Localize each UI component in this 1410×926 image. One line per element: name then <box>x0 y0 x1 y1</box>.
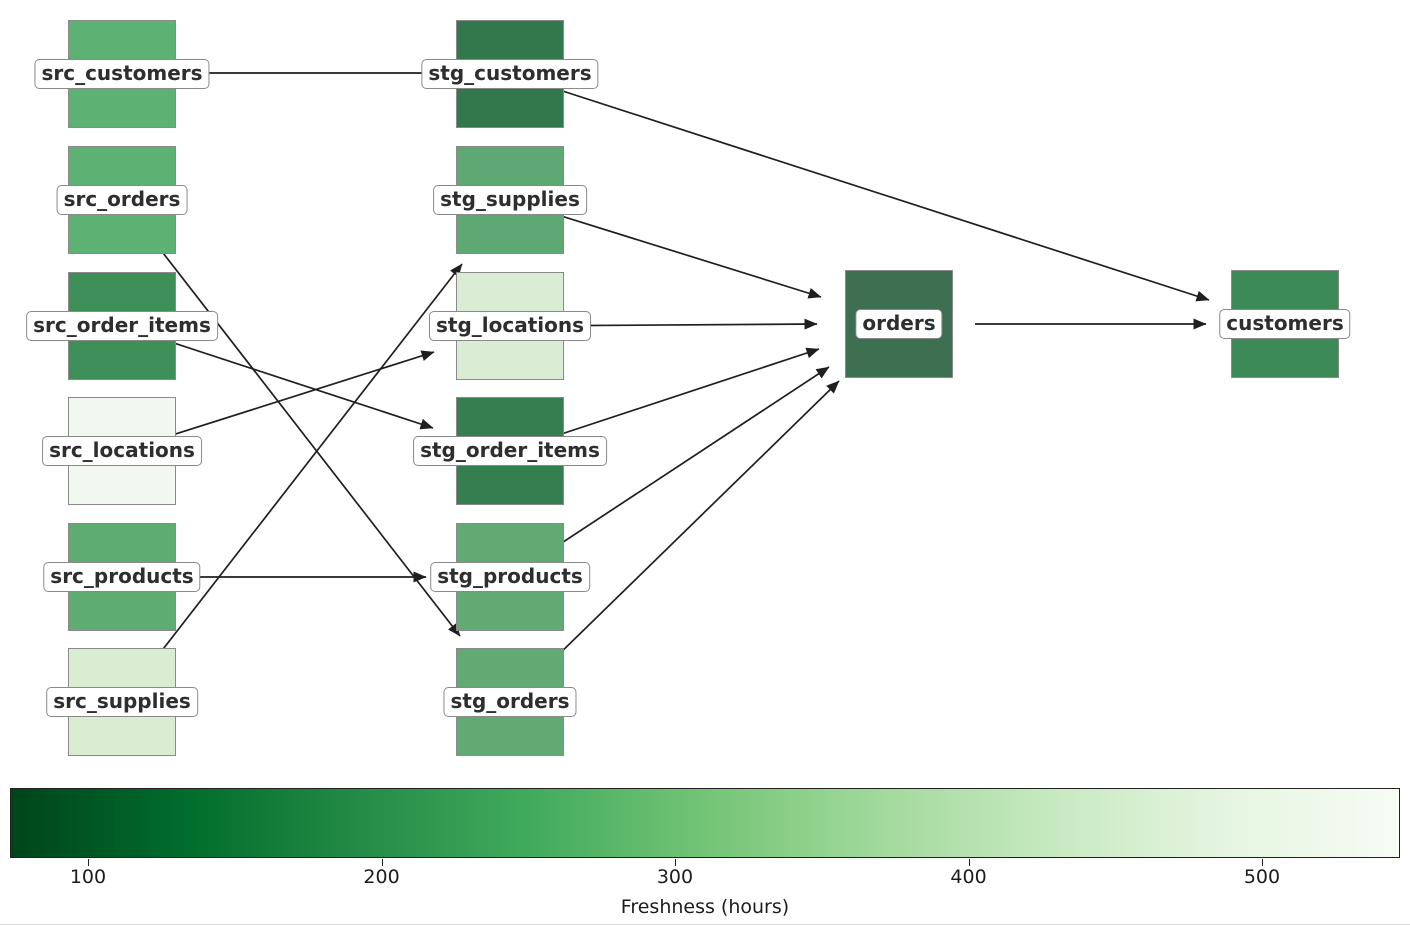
figure-bottom-border <box>0 924 1410 925</box>
node-label-src_orders: src_orders <box>56 185 188 215</box>
edge-src_orders-to-stg_orders <box>121 199 461 637</box>
colorbar-axis-label: Freshness (hours) <box>620 896 790 918</box>
colorbar-tick-label-500: 500 <box>1243 866 1281 888</box>
edge-stg_orders-to-orders <box>509 380 840 703</box>
node-label-stg_customers: stg_customers <box>421 59 599 89</box>
node-label-src_products: src_products <box>43 562 201 592</box>
edge-stg_customers-to-customers <box>509 73 1210 302</box>
node-label-stg_products: stg_products <box>430 562 590 592</box>
node-label-orders: orders <box>855 309 943 339</box>
colorbar-tick-mark-100 <box>87 859 90 866</box>
colorbar-tick-mark-500 <box>1261 859 1264 866</box>
node-label-stg_supplies: stg_supplies <box>433 185 587 215</box>
colorbar-tick-mark-300 <box>674 859 677 866</box>
colorbar-tick-mark-200 <box>381 859 384 866</box>
colorbar-tick-label-300: 300 <box>656 866 694 888</box>
node-label-src_supplies: src_supplies <box>46 687 198 717</box>
node-label-src_customers: src_customers <box>34 59 210 89</box>
edge-src_supplies-to-stg_supplies <box>121 263 463 703</box>
colorbar-tick-label-200: 200 <box>363 866 400 888</box>
colorbar-tick-mark-400 <box>968 859 971 866</box>
node-label-stg_orders: stg_orders <box>443 687 577 717</box>
node-label-stg_locations: stg_locations <box>428 311 592 341</box>
node-label-stg_order_items: stg_order_items <box>413 436 607 466</box>
node-label-src_order_items: src_order_items <box>26 311 218 341</box>
colorbar-tick-label-100: 100 <box>69 866 107 888</box>
colorbar-tick-label-400: 400 <box>950 866 987 888</box>
node-label-src_locations: src_locations <box>42 436 202 466</box>
node-label-customers: customers <box>1219 309 1351 339</box>
colorbar-gradient <box>10 788 1400 858</box>
